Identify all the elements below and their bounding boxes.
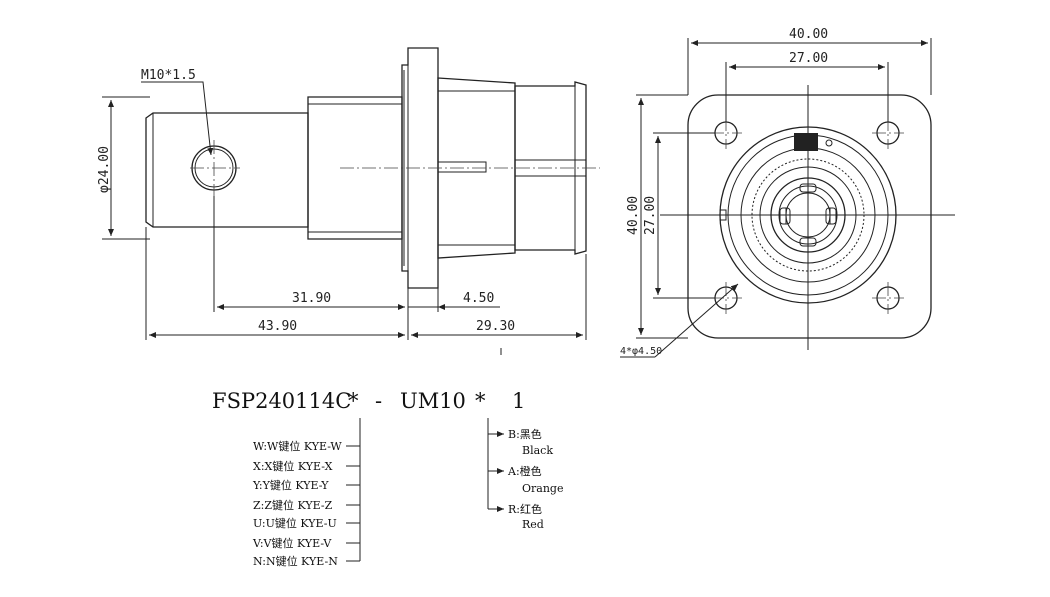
dim-31-90: 31.90 bbox=[292, 291, 331, 306]
key-option-x: X:X键位 KYE-X bbox=[253, 459, 333, 473]
dim-43-90: 43.90 bbox=[258, 319, 297, 334]
pin-right bbox=[825, 207, 837, 225]
key-option-n: N:N键位 KYE-N bbox=[253, 554, 338, 568]
part-code: FSP240114C * - UM10 * 1 W:W键位 KYE-W X:X键… bbox=[212, 389, 563, 568]
key-option-w: W:W键位 KYE-W bbox=[253, 439, 342, 453]
color-code-red: R:红色 bbox=[508, 502, 542, 516]
front-view: 40.00 27.00 40.00 27.00 4*φ4.50 bbox=[620, 27, 955, 358]
color-code-black: B:黑色 bbox=[508, 427, 542, 441]
key-option-y: Y:Y键位 KYE-Y bbox=[252, 478, 329, 492]
code-star-1: * bbox=[348, 389, 359, 413]
key-notch bbox=[794, 133, 818, 151]
diameter-label: φ24.00 bbox=[97, 146, 112, 193]
plug-body bbox=[514, 81, 587, 255]
color-name-orange: Orange bbox=[522, 482, 563, 495]
key-option-v: V:V键位 KYE-V bbox=[252, 536, 332, 550]
color-name-red: Red bbox=[522, 518, 544, 531]
housing bbox=[437, 77, 516, 259]
code-base: FSP240114C bbox=[212, 389, 351, 413]
pin-left bbox=[779, 207, 791, 225]
code-dash: - bbox=[375, 389, 382, 413]
width-outer-label: 40.00 bbox=[789, 27, 828, 42]
height-outer-label: 40.00 bbox=[626, 196, 641, 235]
thread-label: M10*1.5 bbox=[141, 68, 196, 83]
square-flange bbox=[687, 94, 932, 339]
key-option-u: U:U键位 KYE-U bbox=[253, 516, 337, 530]
dim-4-50: 4.50 bbox=[463, 291, 494, 306]
code-star-2: * bbox=[475, 389, 486, 413]
height-inner-label: 27.00 bbox=[643, 196, 658, 235]
hole-label: 4*φ4.50 bbox=[620, 346, 662, 357]
width-inner-label: 27.00 bbox=[789, 51, 828, 66]
terminal-tab bbox=[145, 112, 309, 228]
color-name-black: Black bbox=[522, 444, 553, 457]
code-end: 1 bbox=[512, 389, 525, 413]
key-option-z: Z:Z键位 KYE-Z bbox=[253, 498, 333, 512]
code-um: UM10 bbox=[400, 389, 466, 413]
color-code-orange: A:橙色 bbox=[507, 464, 542, 478]
side-view: M10*1.5 φ24.00 31.90 4.50 43.90 29.30 bbox=[97, 47, 600, 355]
dim-29-30: 29.30 bbox=[476, 319, 515, 334]
